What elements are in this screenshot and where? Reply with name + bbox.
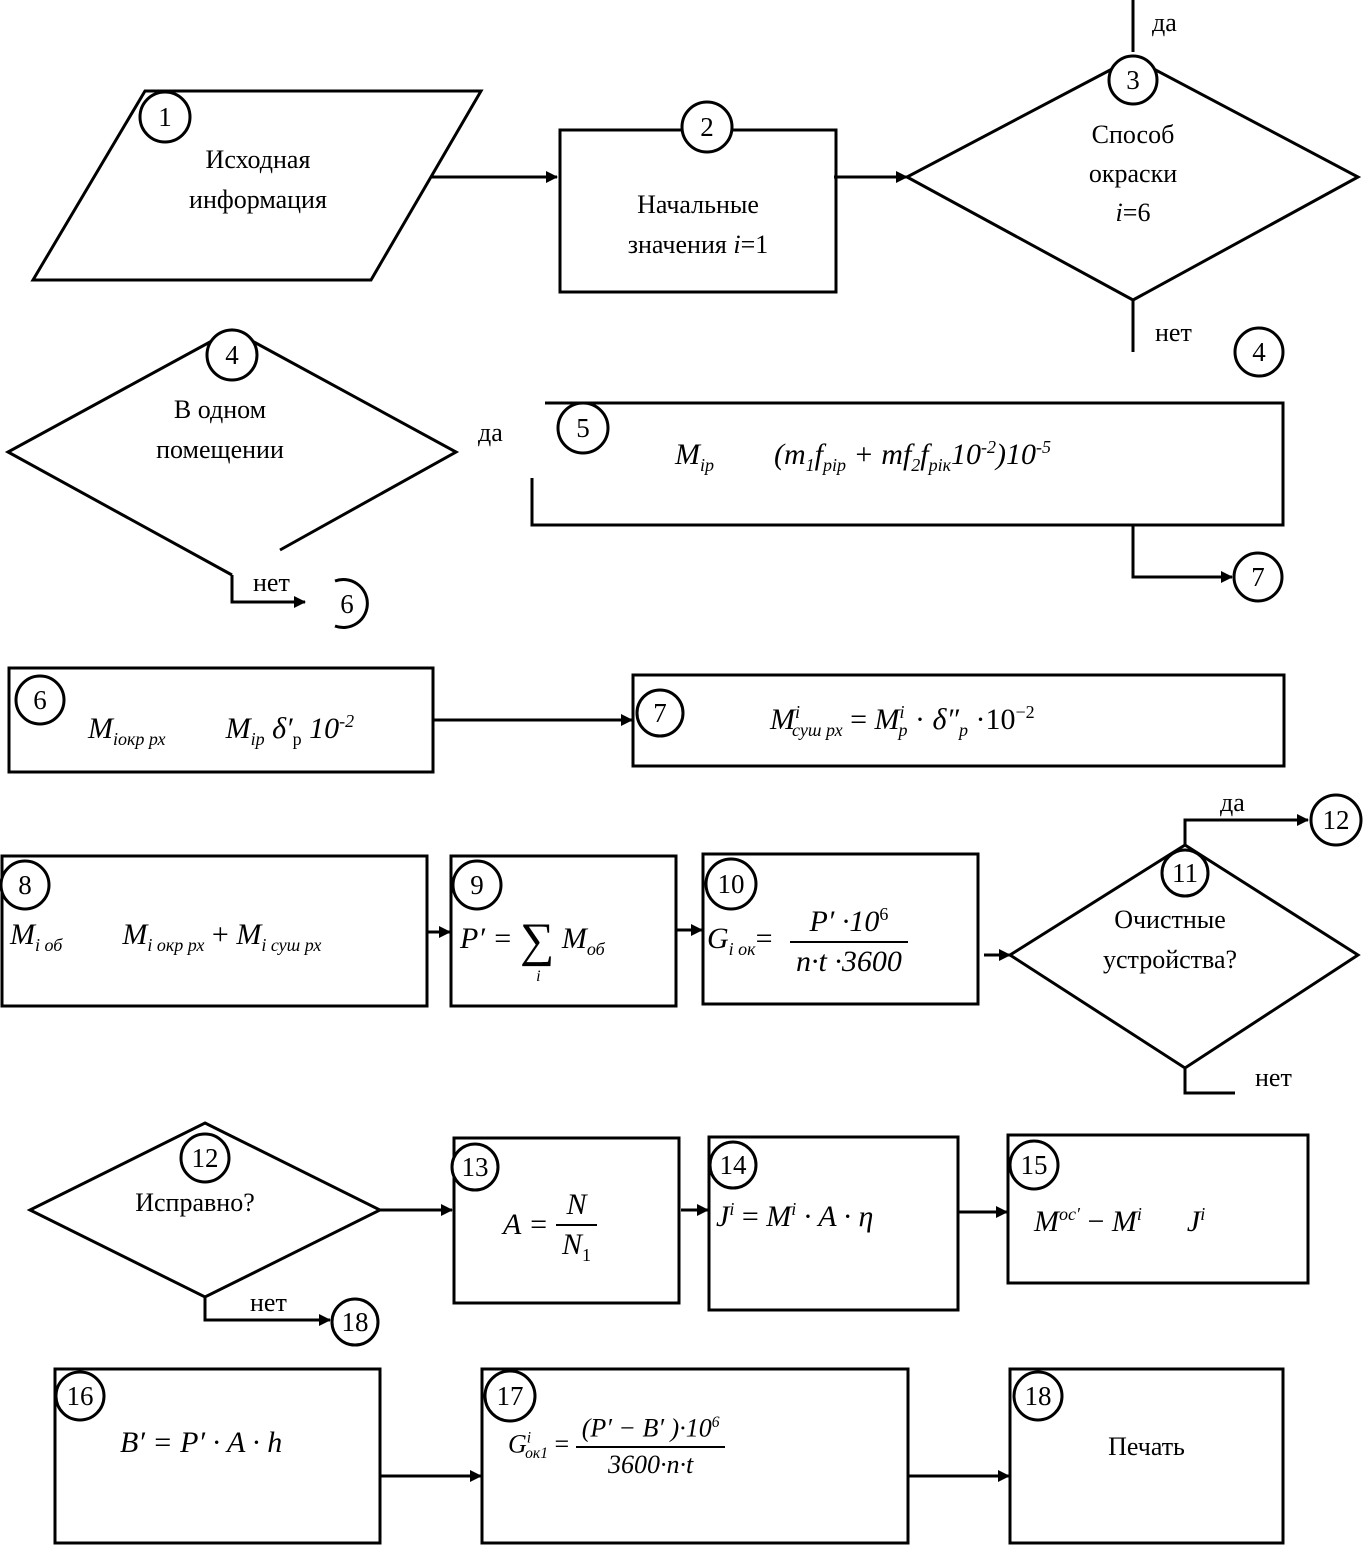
block-1-line-2: информация bbox=[189, 185, 327, 214]
block-3-yes-label: да bbox=[1152, 8, 1177, 37]
block-10-number: 10 bbox=[717, 869, 745, 899]
block-9-formula: P′ = ∑ i Mоб bbox=[460, 914, 605, 985]
block-3-line-1: Способ bbox=[1091, 120, 1175, 149]
block-16-number-circle bbox=[54, 1370, 106, 1422]
block-18-output-shape bbox=[1008, 1367, 1285, 1545]
connector-7-circle bbox=[1232, 551, 1284, 603]
block-16-number: 16 bbox=[66, 1381, 94, 1411]
connector-18-number: 18 bbox=[341, 1307, 369, 1337]
block-5-number-circle bbox=[556, 401, 610, 455]
block-11-no-line bbox=[1183, 1068, 1235, 1095]
block-16-formula: B′ = P′ · A · h bbox=[120, 1426, 283, 1459]
connector-7-number: 7 bbox=[1251, 562, 1265, 592]
block-8-number-circle bbox=[0, 859, 51, 911]
connector-6-number: 6 bbox=[340, 589, 354, 619]
block-10-number-circle bbox=[704, 857, 758, 911]
block-12-line-1: Исправно? bbox=[135, 1188, 255, 1217]
connector-12-circle bbox=[1309, 793, 1363, 847]
block-5-process-shape bbox=[530, 401, 1285, 527]
block-3-line-3: i=6 bbox=[1115, 198, 1151, 227]
block-9-number-circle bbox=[451, 859, 503, 911]
block-14-process-shape bbox=[707, 1135, 960, 1312]
block-13-formula: A = N N1 bbox=[503, 1190, 598, 1264]
block-1-input-shape bbox=[30, 89, 484, 282]
block-4-number-circle bbox=[205, 328, 259, 382]
block-12-number: 12 bbox=[191, 1143, 219, 1173]
block-11-no-label: нет bbox=[1255, 1063, 1292, 1092]
block-17-formula: Giок1 = (P′ − B′ )·106 3600·n·t bbox=[508, 1415, 726, 1478]
block-11-yes-arrow bbox=[1183, 814, 1309, 845]
block-7-number-circle bbox=[635, 688, 685, 738]
block-18-number: 18 bbox=[1024, 1381, 1052, 1411]
block-14-number: 14 bbox=[719, 1150, 747, 1180]
block-2-line-1: Начальные bbox=[637, 190, 759, 219]
block-4-no-label: нет bbox=[253, 568, 290, 597]
block-4-yes-label: да bbox=[478, 418, 503, 447]
block-13-number-circle bbox=[450, 1142, 500, 1192]
block-17-number-circle bbox=[483, 1369, 537, 1423]
block-1-line-1: Исходная bbox=[205, 145, 311, 174]
block-15-process-shape bbox=[1006, 1133, 1310, 1285]
block-5-formula: Mip (m1fpip + mf2fpiк10-2)10-5 bbox=[675, 437, 1052, 475]
block-10-formula: Gi ок= P′ ·106 n·t ·3600 bbox=[707, 905, 908, 977]
block-1-number: 1 bbox=[158, 102, 172, 132]
block-17-number: 17 bbox=[496, 1381, 524, 1411]
block-3-number: 3 bbox=[1126, 65, 1140, 95]
block-2-line-2: значения i=1 bbox=[627, 230, 769, 259]
block-14-number-circle bbox=[708, 1140, 758, 1190]
block-4-line-2: помещении bbox=[156, 435, 284, 464]
block-15-number: 15 bbox=[1020, 1150, 1048, 1180]
block-18-label: Печать bbox=[1108, 1432, 1185, 1461]
block-1-number-circle bbox=[138, 90, 192, 144]
block-11-line-2: устройства? bbox=[1102, 945, 1238, 974]
block-11-number-circle bbox=[1160, 848, 1210, 898]
block-13-number: 13 bbox=[461, 1152, 489, 1182]
connector-18-circle bbox=[330, 1297, 380, 1347]
block-15-number-circle bbox=[1008, 1139, 1060, 1191]
block-3-number-circle bbox=[1107, 54, 1159, 106]
connector-6-circle bbox=[334, 578, 369, 629]
block-11-line-1: Очистные bbox=[1114, 905, 1226, 934]
block-6-number-circle bbox=[14, 674, 66, 726]
block-7-number: 7 bbox=[653, 698, 667, 728]
block-11-yes-label: да bbox=[1220, 788, 1245, 817]
block-6-number: 6 bbox=[33, 685, 47, 715]
connector-4-circle bbox=[1233, 326, 1285, 378]
block-12-no-arrow bbox=[203, 1297, 331, 1326]
block-5-number: 5 bbox=[576, 413, 590, 443]
block-4-no-arrow bbox=[230, 575, 306, 608]
block-11-number: 11 bbox=[1172, 858, 1198, 888]
connector-12-number: 12 bbox=[1322, 805, 1350, 835]
block-10-process-shape bbox=[701, 852, 980, 1006]
block-7-process-shape bbox=[631, 673, 1286, 768]
block-5-arrow-to-7 bbox=[1131, 525, 1233, 583]
block-7-formula: Miсуш рх = Mip · δ″p ·10−2 bbox=[770, 702, 1035, 740]
block-17-process-shape bbox=[480, 1367, 910, 1545]
block-2-number: 2 bbox=[700, 112, 714, 142]
block-12-no-label: нет bbox=[250, 1288, 287, 1317]
block-18-number-circle bbox=[1012, 1370, 1064, 1422]
block-12-number-circle bbox=[179, 1132, 231, 1184]
block-4-line-1: В одном bbox=[173, 395, 267, 424]
block-8-formula: Mi об Mi окр рх + Mi суш рх bbox=[10, 918, 322, 955]
block-13-process-shape bbox=[452, 1136, 681, 1305]
block-16-process-shape bbox=[53, 1367, 382, 1545]
block-9-number: 9 bbox=[470, 870, 484, 900]
block-8-number: 8 bbox=[18, 870, 32, 900]
block-2-number-circle bbox=[680, 100, 734, 154]
block-15-formula: Mос′ − Mi Ji bbox=[1034, 1204, 1206, 1238]
block-3-no-label: нет bbox=[1155, 318, 1192, 347]
block-14-formula: Ji = Mi · A · η bbox=[716, 1199, 874, 1233]
block-3-line-2: окраски bbox=[1088, 159, 1178, 188]
block-6-formula: Miокр рх Mip δ′р 10-2 bbox=[88, 711, 355, 749]
connector-4-number: 4 bbox=[1252, 337, 1266, 367]
block-4-number: 4 bbox=[225, 340, 239, 370]
